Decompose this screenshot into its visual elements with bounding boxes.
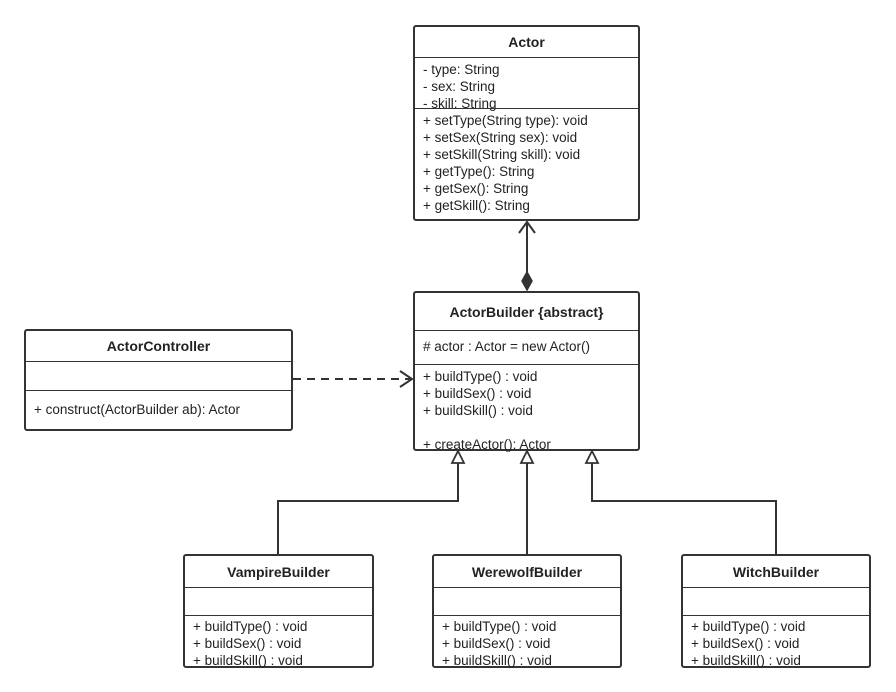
attribute: - skill: String xyxy=(423,96,497,111)
vampire-builder-class[interactable]: VampireBuilder + buildType() : void + bu… xyxy=(183,554,374,668)
generalization-connector-werewolf xyxy=(519,448,535,555)
dependency-connector xyxy=(293,370,414,388)
class-name: Actor xyxy=(415,27,638,58)
attribute: # actor : Actor = new Actor() xyxy=(423,339,590,354)
attribute: - sex: String xyxy=(423,79,496,94)
method: + getSex(): String xyxy=(423,181,529,196)
attributes-section xyxy=(434,588,620,616)
generalization-connector-witch xyxy=(584,448,777,555)
method: + buildSkill() : void xyxy=(691,653,801,668)
method: + setType(String type): void xyxy=(423,113,588,128)
method: + buildSex() : void xyxy=(423,386,532,401)
method: + setSex(String sex): void xyxy=(423,130,578,145)
methods-section: + buildType() : void + buildSex() : void… xyxy=(683,616,869,669)
actor-class[interactable]: Actor - type: String - sex: String - ski… xyxy=(413,25,640,221)
actor-controller-class[interactable]: ActorController + construct(ActorBuilder… xyxy=(24,329,293,431)
methods-section: + buildType() : void + buildSex() : void… xyxy=(185,616,372,669)
methods-section: + construct(ActorBuilder ab): Actor xyxy=(26,391,291,418)
open-arrowhead-icon xyxy=(399,370,414,388)
class-name: ActorBuilder {abstract} xyxy=(415,293,638,331)
hollow-triangle-icon xyxy=(519,448,535,464)
method: + buildType() : void xyxy=(442,619,557,634)
method: + buildSkill() : void xyxy=(193,653,303,668)
method: + buildSex() : void xyxy=(691,636,800,651)
class-name: WitchBuilder xyxy=(683,556,869,588)
method: + buildSkill() : void xyxy=(442,653,552,668)
method: + buildSex() : void xyxy=(442,636,551,651)
method: + getType(): String xyxy=(423,164,535,179)
method: + buildSex() : void xyxy=(193,636,302,651)
method: + setSkill(String skill): void xyxy=(423,147,581,162)
class-name: ActorController xyxy=(26,331,291,362)
method: + buildType() : void xyxy=(423,369,538,384)
method: + createActor(): Actor xyxy=(423,437,551,452)
actor-builder-class[interactable]: ActorBuilder {abstract} # actor : Actor … xyxy=(413,291,640,453)
attributes-section xyxy=(26,362,291,391)
attributes-section: - type: String - sex: String - skill: St… xyxy=(415,58,638,111)
methods-section: + setType(String type): void + setSex(St… xyxy=(415,109,638,214)
method: + buildSkill() : void xyxy=(423,403,533,418)
werewolf-builder-class[interactable]: WerewolfBuilder + buildType() : void + b… xyxy=(432,554,622,668)
method: + buildType() : void xyxy=(691,619,806,634)
hollow-triangle-icon xyxy=(450,448,466,464)
class-name: VampireBuilder xyxy=(185,556,372,588)
filled-diamond-icon xyxy=(521,270,533,292)
methods-section: + buildType() : void + buildSex() : void… xyxy=(434,616,620,669)
attributes-section xyxy=(185,588,372,616)
attribute: - type: String xyxy=(423,62,500,77)
generalization-connector-vampire xyxy=(277,448,466,555)
method: + getSkill(): String xyxy=(423,198,530,213)
composition-connector xyxy=(518,220,536,292)
method-spacer xyxy=(423,419,630,436)
open-arrowhead-icon xyxy=(518,220,536,234)
hollow-triangle-icon xyxy=(584,448,600,464)
methods-section: + buildType() : void + buildSex() : void… xyxy=(415,365,638,453)
method: + construct(ActorBuilder ab): Actor xyxy=(34,402,240,417)
attributes-section: # actor : Actor = new Actor() xyxy=(415,331,638,365)
witch-builder-class[interactable]: WitchBuilder + buildType() : void + buil… xyxy=(681,554,871,668)
class-name: WerewolfBuilder xyxy=(434,556,620,588)
attributes-section xyxy=(683,588,869,616)
method: + buildType() : void xyxy=(193,619,308,634)
